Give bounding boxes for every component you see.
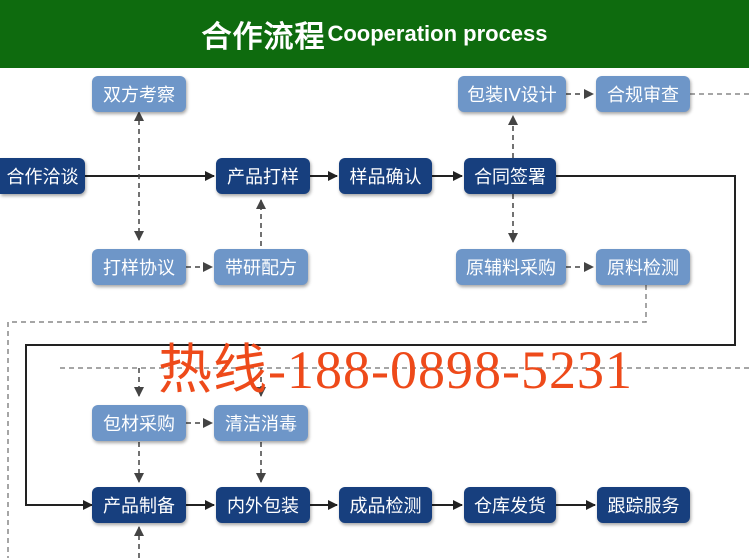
node-yuanliao-jiance: 原料检测	[596, 249, 690, 285]
node-yuanfuliao-caigou: 原辅料采购	[456, 249, 566, 285]
page-title-english: Cooperation process	[327, 21, 548, 46]
node-genzong-fuwu: 跟踪服务	[597, 487, 690, 523]
node-cangku-fahuo: 仓库发货	[464, 487, 556, 523]
node-baozhuang-sheji: 包装IV设计	[458, 76, 566, 112]
node-baocai-caigou: 包材采购	[92, 405, 186, 441]
node-chanpin-zhibei: 产品制备	[92, 487, 186, 523]
header-banner: 合作流程 Cooperation process	[0, 0, 749, 68]
node-neiwai-baozhuang: 内外包装	[216, 487, 310, 523]
node-qingjie-xiaodu: 清洁消毒	[214, 405, 308, 441]
node-yangpin-queren: 样品确认	[339, 158, 432, 194]
node-dayang-xieyi: 打样协议	[92, 249, 186, 285]
node-hegui-shencha: 合规审查	[596, 76, 690, 112]
dashed-jiance-loop	[7, 285, 647, 558]
hotline-text: 热线-188-0898-5231	[158, 340, 633, 400]
node-chengpin-jiance: 成品检测	[339, 487, 432, 523]
node-hetong-qianshu: 合同签署	[464, 158, 556, 194]
node-shuangfang-kaocha: 双方考察	[92, 76, 186, 112]
node-daiyan-peifang: 带研配方	[214, 249, 308, 285]
node-hezuo-qiatan: 合作洽谈	[0, 158, 85, 194]
loop-connector	[25, 175, 736, 510]
node-chanpin-dayang: 产品打样	[216, 158, 310, 194]
page-title-chinese: 合作流程	[201, 20, 326, 55]
